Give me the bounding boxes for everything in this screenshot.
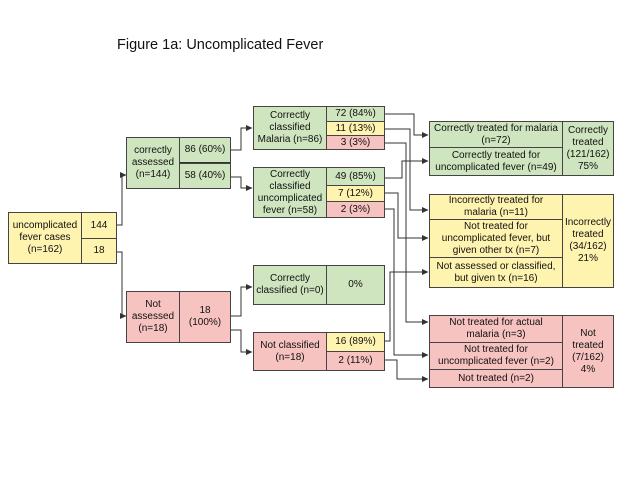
not-treated-outcome-row-1: Not treated for uncomplicated fever (n=2… bbox=[438, 344, 554, 367]
not-treated-summary: Not treated (7/162) 4% bbox=[572, 327, 604, 375]
not-treated-summary-box: Not treated (7/162) 4% bbox=[562, 315, 614, 388]
not-assessed-value: 18 (100%) bbox=[188, 305, 222, 328]
root-top-value-box: 144 bbox=[81, 212, 117, 239]
incorrect-outcome-row-1: Not treated for uncomplicated fever, but… bbox=[441, 220, 551, 256]
not-treated-outcome-row-1-box: Not treated for uncomplicated fever (n=2… bbox=[429, 342, 563, 370]
not-assessed-label: Not assessed (n=18) bbox=[131, 299, 175, 334]
correct-summary: Correctly treated (121/162) 75% bbox=[566, 124, 610, 172]
classified-fever-value-0: 49 (85%) bbox=[335, 170, 376, 182]
classified-zero-label: Correctly classified (n=0) bbox=[256, 273, 324, 296]
classified-fever-value-2: 2 (3%) bbox=[340, 203, 371, 215]
classified-malaria-label-box: Correctly classified Malaria (n=86) bbox=[253, 106, 327, 150]
root-label-box: uncomplicated fever cases (n=162) bbox=[8, 212, 82, 264]
not-treated-outcome-row-0-box: Not treated for actual malaria (n=3) bbox=[429, 315, 563, 343]
not-classified-label: Not classified (n=18) bbox=[260, 339, 320, 363]
classified-malaria-value-2: 3 (3%) bbox=[340, 136, 371, 148]
not-assessed-value-box: 18 (100%) bbox=[179, 291, 231, 343]
incorrect-summary: Incorrectly treated (34/162) 21% bbox=[564, 217, 612, 264]
root-top-value: 144 bbox=[90, 219, 108, 231]
classified-fever-value-2-box: 2 (3%) bbox=[326, 201, 385, 218]
classified-malaria-value-1: 11 (13%) bbox=[335, 122, 376, 134]
not-assessed-label-box: Not assessed (n=18) bbox=[126, 291, 180, 343]
root-bottom-value: 18 bbox=[93, 245, 105, 256]
classified-malaria-value-2-box: 3 (3%) bbox=[326, 135, 385, 150]
assessed-label-box: correctly assessed (n=144) bbox=[126, 137, 180, 189]
not-classified-value-0-box: 16 (89%) bbox=[326, 332, 385, 352]
root-label: uncomplicated fever cases (n=162) bbox=[12, 220, 78, 255]
correct-summary-box: Correctly treated (121/162) 75% bbox=[562, 121, 614, 176]
not-treated-outcome-row-2-box: Not treated (n=2) bbox=[429, 369, 563, 388]
assessed-top-value: 86 (60%) bbox=[184, 144, 226, 155]
classified-malaria-value-0: 72 (84%) bbox=[335, 108, 376, 119]
not-treated-outcome-row-0: Not treated for actual malaria (n=3) bbox=[449, 317, 543, 340]
incorrect-outcome-row-2-box: Not assessed or classified, but given tx… bbox=[429, 257, 563, 288]
classified-malaria-value-1-box: 11 (13%) bbox=[326, 121, 385, 136]
classified-zero-value: 0% bbox=[348, 279, 363, 290]
correct-outcome-row-0-box: Correctly treated for malaria (n=72) bbox=[429, 121, 563, 148]
classified-fever-label: Correctly classified uncomplicated fever… bbox=[257, 168, 323, 216]
classified-malaria-value-0-box: 72 (84%) bbox=[326, 106, 385, 122]
not-classified-value-0: 16 (89%) bbox=[335, 336, 376, 347]
figure-title: Figure 1a: Uncomplicated Fever bbox=[117, 37, 324, 53]
not-classified-value-1: 2 (11%) bbox=[338, 355, 373, 366]
classified-fever-value-0-box: 49 (85%) bbox=[326, 167, 385, 186]
correct-outcome-row-0: Correctly treated for malaria (n=72) bbox=[434, 122, 558, 146]
classified-zero-label-box: Correctly classified (n=0) bbox=[253, 265, 327, 305]
assessed-top-value-box: 86 (60%) bbox=[179, 137, 231, 164]
correct-outcome-row-1-box: Correctly treated for uncomplicated feve… bbox=[429, 147, 563, 176]
assessed-label: correctly assessed (n=144) bbox=[131, 145, 175, 180]
root-bottom-value-box: 18 bbox=[81, 238, 117, 264]
assessed-bottom-value: 58 (40%) bbox=[184, 170, 226, 181]
correct-outcome-row-1: Correctly treated for uncomplicated feve… bbox=[435, 149, 557, 173]
classified-fever-value-1: 7 (12%) bbox=[337, 187, 373, 199]
not-classified-value-1-box: 2 (11%) bbox=[326, 351, 385, 371]
assessed-bottom-value-box: 58 (40%) bbox=[179, 163, 231, 189]
classified-fever-value-1-box: 7 (12%) bbox=[326, 185, 385, 202]
incorrect-outcome-row-0-box: Incorrectly treated for malaria (n=11) bbox=[429, 194, 563, 220]
incorrect-outcome-row-2: Not assessed or classified, but given tx… bbox=[436, 260, 556, 284]
classified-zero-value-box: 0% bbox=[326, 265, 385, 305]
not-classified-label-box: Not classified (n=18) bbox=[253, 332, 327, 371]
incorrect-outcome-row-1-box: Not treated for uncomplicated fever, but… bbox=[429, 219, 563, 258]
incorrect-summary-box: Incorrectly treated (34/162) 21% bbox=[562, 194, 614, 288]
classified-fever-label-box: Correctly classified uncomplicated fever… bbox=[253, 167, 327, 218]
classified-malaria-label: Correctly classified Malaria (n=86) bbox=[257, 110, 323, 145]
not-treated-outcome-row-2: Not treated (n=2) bbox=[458, 372, 534, 384]
incorrect-outcome-row-0: Incorrectly treated for malaria (n=11) bbox=[448, 195, 544, 218]
